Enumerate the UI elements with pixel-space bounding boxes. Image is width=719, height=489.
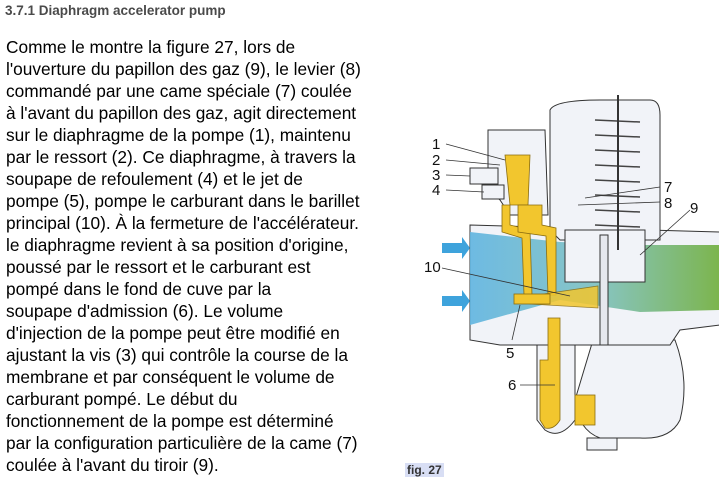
label-4: 4 <box>432 182 440 199</box>
body-line: soupape d'admission (6). Le volume <box>6 301 284 321</box>
label-3: 3 <box>432 167 440 184</box>
bowl-fuel <box>574 394 596 426</box>
body-line: ajustant la vis (3) qui contrôle la cour… <box>6 345 348 365</box>
label-9: 9 <box>690 200 698 217</box>
drain-nut <box>586 437 618 451</box>
body-line: commandé par une came spéciale (7) coulé… <box>6 81 352 101</box>
label-1: 1 <box>432 136 440 153</box>
figure-labels: 1 2 3 4 5 6 7 8 9 10 <box>424 136 698 394</box>
body-line: fonctionnement de la pompe est déterminé <box>6 411 334 431</box>
air-arrow-upper <box>442 237 470 259</box>
section-title: 3.7.1 Diaphragm accelerator pump <box>5 3 226 18</box>
label-2: 2 <box>432 152 440 169</box>
body-line: soupape de refoulement (4) et le jet de <box>6 169 303 189</box>
pump-jet <box>513 293 551 305</box>
air-arrow-lower <box>442 290 470 312</box>
body-line: le diaphragme revient à sa position d'or… <box>6 235 349 255</box>
body-line: coulée à l'avant du tiroir (9). <box>6 455 219 475</box>
adjust-screw <box>469 167 499 185</box>
label-5: 5 <box>506 345 514 362</box>
body-line: principal (10). À la fermeture de l'accé… <box>6 213 359 233</box>
body-line: par le ressort (2). Ce diaphragme, à tra… <box>6 147 356 167</box>
body-line: Comme le montre la figure 27, lors de <box>6 37 296 57</box>
body-line: d'injection de la pompe peut être modifi… <box>6 323 340 343</box>
body-line: carburant pompé. Le début du <box>6 389 238 409</box>
delivery-valve <box>481 184 505 200</box>
label-10: 10 <box>424 259 441 276</box>
body-line: pompe (5), pompe le carburant dans le ba… <box>6 191 360 211</box>
body-line: par la configuration particulière de la … <box>6 433 358 453</box>
body-line: l'ouverture du papillon des gaz (9), le … <box>6 59 361 79</box>
body-text: Comme le montre la figure 27, lors de l'… <box>6 36 401 476</box>
label-7: 7 <box>664 179 672 196</box>
body-line: pompé dans le fond de cuve par la <box>6 279 272 299</box>
body-line: sur le diaphragme de la pompe (1), maint… <box>6 125 351 145</box>
body-line: poussé par le ressort et le carburant es… <box>6 257 311 277</box>
label-8: 8 <box>664 195 672 212</box>
slide-housing <box>549 99 661 241</box>
body-line: membrane et par conséquent le volume de <box>6 367 335 387</box>
label-6: 6 <box>508 377 516 394</box>
suction-tube <box>539 317 561 429</box>
needle-jet <box>599 234 609 346</box>
body-line: à l'avant du papillon des gaz, agit dire… <box>6 103 357 123</box>
figure-caption: fig. 27 <box>405 463 444 477</box>
